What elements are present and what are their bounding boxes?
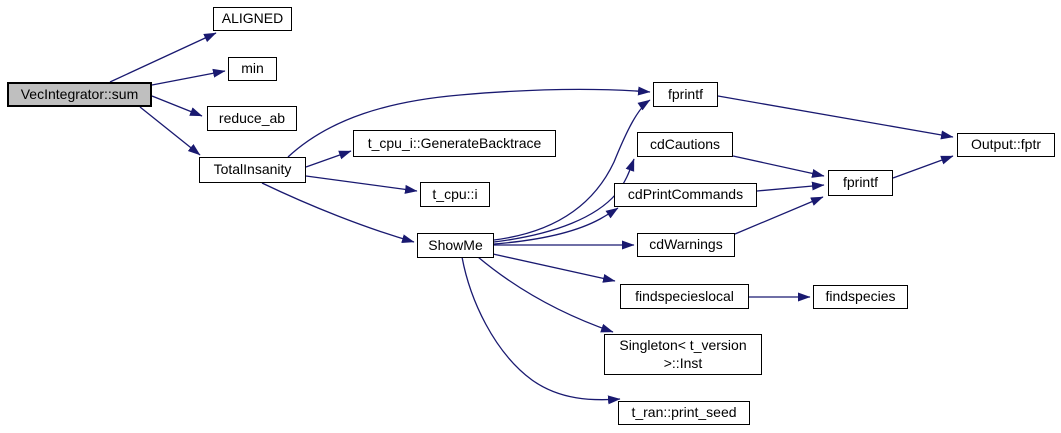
edge-totalinsanity-to-showme <box>261 182 415 244</box>
edge-showme-to-findspecieslocal <box>492 253 616 283</box>
edge-showme-to-fprintf <box>493 99 651 241</box>
edge-cdwarnings-to-fprintf2 <box>734 196 824 235</box>
node-aligned[interactable]: ALIGNED <box>213 7 292 31</box>
node-totalinsanity[interactable]: TotalInsanity <box>199 157 306 183</box>
edge-cdcautions-to-fprintf2 <box>732 155 825 178</box>
node-min[interactable]: min <box>228 57 277 81</box>
edge-totalinsanity-to-fprintf <box>287 86 651 158</box>
node-fprintf-top[interactable]: fprintf <box>653 82 718 107</box>
edge-showme-to-print-seed <box>461 256 621 405</box>
node-reduce-ab[interactable]: reduce_ab <box>207 106 297 131</box>
edge-cdprintcommands-to-fprintf2 <box>756 181 825 192</box>
node-t-ran-print-seed[interactable]: t_ran::print_seed <box>618 401 750 425</box>
edge-showme-to-cdcautions <box>493 158 635 243</box>
node-t-cpu-i[interactable]: t_cpu::i <box>420 182 490 207</box>
edge-showme-to-cdprintcommands <box>493 207 619 245</box>
node-singleton-t-version-inst[interactable]: Singleton< t_version >::Inst <box>604 334 762 375</box>
node-vecintegrator-sum: VecIntegrator::sum <box>7 82 152 107</box>
node-fprintf-middle[interactable]: fprintf <box>828 170 893 196</box>
edge-showme-to-singleton <box>477 256 614 333</box>
edge-fprintf2-to-output-fptr <box>892 155 954 179</box>
node-cdcautions[interactable]: cdCautions <box>637 132 733 157</box>
node-findspecieslocal[interactable]: findspecieslocal <box>620 284 749 309</box>
node-cdwarnings[interactable]: cdWarnings <box>637 233 735 257</box>
node-output-fptr[interactable]: Output::fptr <box>957 133 1055 157</box>
node-cdprintcommands[interactable]: cdPrintCommands <box>614 183 757 207</box>
edge-sum-to-min <box>151 68 226 86</box>
node-t-cpu-i-generatebacktrace[interactable]: t_cpu_i::GenerateBacktrace <box>353 130 556 157</box>
edge-totalinsanity-to-generatebacktrace <box>305 150 352 168</box>
edge-sum-to-reduce-ab <box>151 95 203 117</box>
node-findspecies[interactable]: findspecies <box>813 285 908 309</box>
node-showme[interactable]: ShowMe <box>417 233 494 258</box>
edge-totalinsanity-to-t-cpu-i <box>305 175 418 194</box>
edge-sum-to-aligned <box>109 32 217 83</box>
edge-fprintf-to-output-fptr <box>717 95 954 140</box>
edge-sum-to-totalinsanity <box>139 106 201 156</box>
